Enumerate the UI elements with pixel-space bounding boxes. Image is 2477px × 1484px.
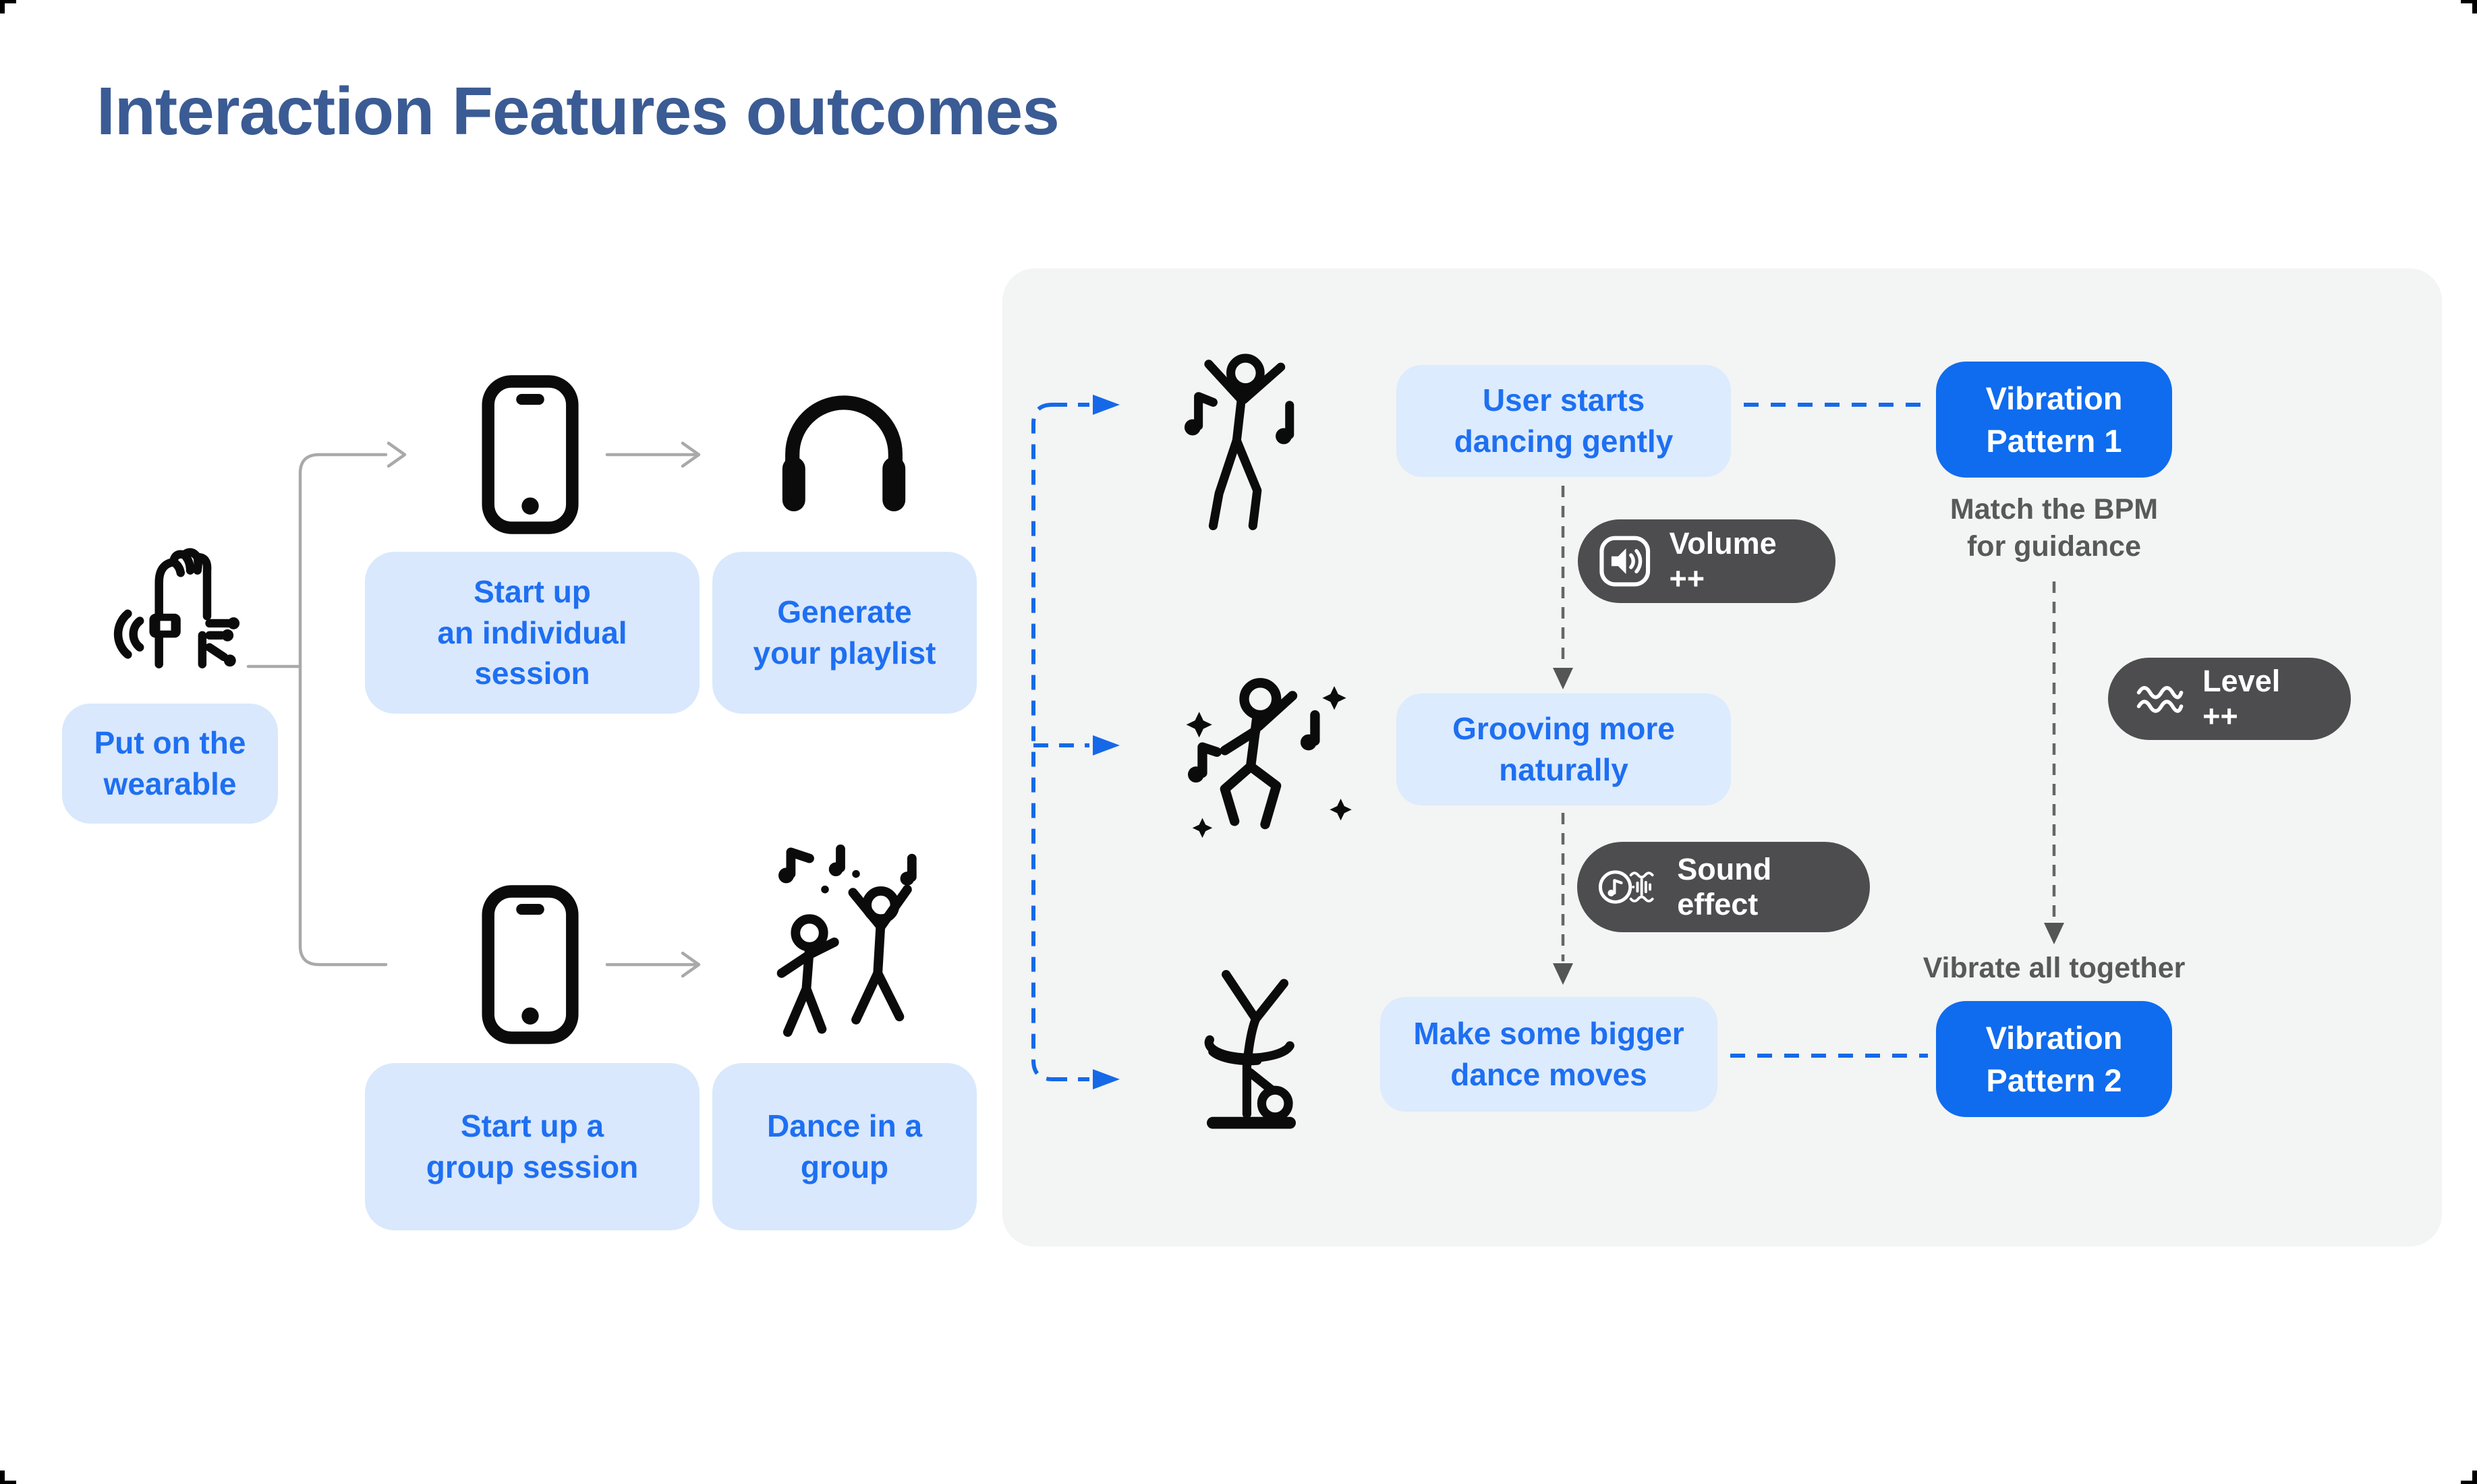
put-on-wearable-box: Put on the wearable xyxy=(62,704,278,824)
state-grooving-box: Grooving more naturally xyxy=(1396,693,1731,805)
crop-mark-bottom-left-icon xyxy=(0,1471,16,1484)
crop-mark-top-right-icon xyxy=(2461,0,2477,13)
breakdancer-icon xyxy=(1204,970,1296,1129)
volume-pill: Volume ++ xyxy=(1578,519,1835,603)
state1-line2: dancing gently xyxy=(1454,424,1674,459)
dance-in-group-box: Dance in a group xyxy=(712,1063,977,1230)
start-group-line2: group session xyxy=(426,1149,639,1185)
sound-effect-icon xyxy=(1598,870,1654,904)
start-group-session-box: Start up a group session xyxy=(365,1063,700,1230)
state1-line1: User starts xyxy=(1482,382,1645,418)
page-title: Interaction Features outcomes xyxy=(96,74,1060,149)
wearable-wrist-icon xyxy=(113,548,240,668)
sound-pill-label: Sound effect xyxy=(1677,852,1772,921)
state-dancing-gently-box: User starts dancing gently xyxy=(1396,365,1731,477)
vibration2-line2: Pattern 2 xyxy=(1986,1062,2122,1098)
put-on-wearable-label-line2: wearable xyxy=(103,766,237,801)
generate-playlist-line2: your playlist xyxy=(753,635,936,670)
start-individual-session-box: Start up an individual session xyxy=(365,552,700,714)
state3-line1: Make some bigger xyxy=(1413,1016,1684,1052)
level-pill-label: Level ++ xyxy=(2202,664,2281,733)
state-bigger-moves-box: Make some bigger dance moves xyxy=(1380,997,1717,1112)
generate-playlist-box: Generate your playlist xyxy=(712,552,977,714)
group-dancers-icon xyxy=(776,845,917,1037)
match-bpm-line1: Match the BPM xyxy=(1949,493,2159,525)
vibration-pattern-1-button: Vibration Pattern 1 xyxy=(1936,362,2172,478)
match-bpm-annotation: Match the BPM for guidance xyxy=(1885,491,2223,565)
level-pill: Level ++ xyxy=(2108,658,2351,740)
vibration-pattern-2-button: Vibration Pattern 2 xyxy=(1936,1001,2172,1117)
start-individual-line3: session xyxy=(474,656,590,691)
smartphone-icon xyxy=(482,375,579,534)
state2-line1: Grooving more xyxy=(1452,711,1675,747)
vibration1-line2: Pattern 1 xyxy=(1986,423,2122,459)
headphones-icon xyxy=(782,395,906,512)
dancer-groove-icon xyxy=(1186,678,1352,838)
dance-group-line1: Dance in a xyxy=(766,1108,923,1144)
crop-mark-top-left-icon xyxy=(0,0,16,13)
vibration2-line1: Vibration xyxy=(1985,1019,2123,1056)
start-individual-line1: Start up xyxy=(474,573,591,609)
generate-playlist-line1: Generate xyxy=(777,594,912,630)
crop-mark-bottom-right-icon xyxy=(2461,1471,2477,1484)
dancer-gentle-icon xyxy=(1184,353,1294,531)
start-individual-line2: an individual xyxy=(437,615,627,650)
vibrate-all-annotation: Vibrate all together xyxy=(1923,952,2186,984)
dance-group-line2: group xyxy=(800,1149,889,1185)
vibration1-line1: Vibration xyxy=(1985,380,2123,416)
vibration-waves-icon xyxy=(2136,686,2184,713)
state2-line2: naturally xyxy=(1499,752,1628,787)
start-group-line1: Start up a xyxy=(460,1108,604,1144)
state3-line2: dance moves xyxy=(1450,1057,1647,1092)
volume-pill-label: Volume ++ xyxy=(1669,526,1777,596)
sound-effect-pill: Sound effect xyxy=(1577,842,1870,932)
put-on-wearable-label-line1: Put on the xyxy=(94,725,246,761)
smartphone-icon xyxy=(482,885,579,1044)
speaker-icon xyxy=(1599,536,1651,587)
match-bpm-line2: for guidance xyxy=(1966,530,2142,563)
